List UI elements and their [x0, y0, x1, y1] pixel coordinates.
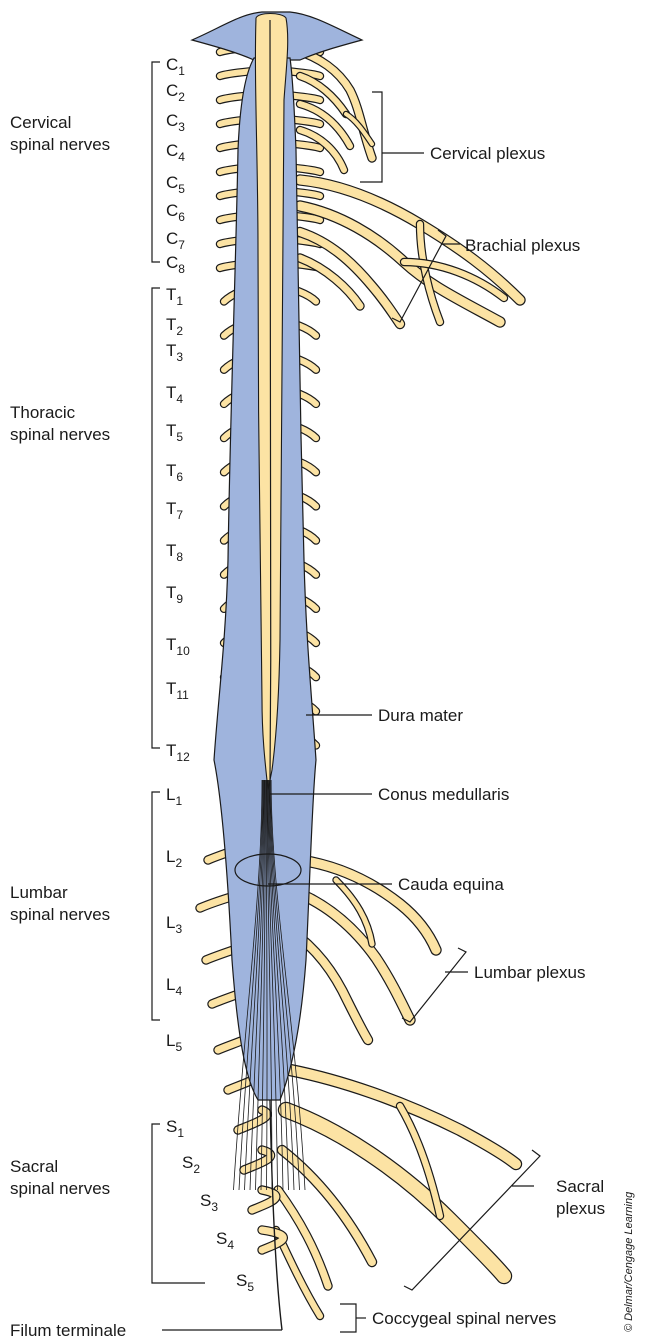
- sacral-label-line2: spinal nerves: [10, 1179, 110, 1198]
- cervical-label-line2: spinal nerves: [10, 135, 110, 154]
- segment-S3: S3: [200, 1191, 218, 1214]
- segment-S5: S5: [236, 1271, 254, 1294]
- segment-C5: C5: [166, 173, 185, 196]
- segment-T7: T7: [166, 499, 183, 522]
- thoracic-bracket: [152, 288, 160, 748]
- segment-C6: C6: [166, 201, 185, 224]
- segment-C1: C1: [166, 55, 185, 78]
- coccygeal-bracket: [340, 1304, 356, 1332]
- segment-S4: S4: [216, 1229, 234, 1252]
- segment-L3: L3: [166, 913, 182, 936]
- segment-C7: C7: [166, 229, 185, 252]
- segment-S2: S2: [182, 1153, 200, 1176]
- segment-C4: C4: [166, 141, 185, 164]
- segment-T3: T3: [166, 341, 183, 364]
- segment-T9: T9: [166, 583, 183, 606]
- dura-mater-label: Dura mater: [378, 706, 463, 725]
- segment-L4: L4: [166, 975, 182, 998]
- cervical-label-line1: Cervical: [10, 113, 71, 132]
- coccygeal-label: Coccygeal spinal nerves: [372, 1309, 556, 1328]
- segment-L1: L1: [166, 785, 182, 808]
- cauda-equina-label: Cauda equina: [398, 875, 504, 894]
- sacral-bracket: [152, 1124, 205, 1283]
- segment-C8: C8: [166, 253, 185, 276]
- segment-S1: S1: [166, 1117, 184, 1140]
- brachial-plexus-label: Brachial plexus: [465, 236, 580, 255]
- lumbar-label-line1: Lumbar: [10, 883, 68, 902]
- segment-C3: C3: [166, 111, 185, 134]
- segment-T5: T5: [166, 421, 183, 444]
- credit-text: © Delmar/Cengage Learning: [623, 1191, 635, 1332]
- cervical-plexus-label: Cervical plexus: [430, 144, 545, 163]
- sacral-plexus-nerve: [282, 1150, 372, 1262]
- lower-root-nerve-left: [262, 1230, 283, 1250]
- lumbar-bracket: [152, 792, 160, 1020]
- segment-T8: T8: [166, 541, 183, 564]
- segment-T11: T11: [166, 679, 189, 702]
- segment-L5: L5: [166, 1031, 182, 1054]
- sacral-plexus-label-line2: plexus: [556, 1199, 605, 1218]
- segment-T6: T6: [166, 461, 183, 484]
- segment-T10: T10: [166, 635, 190, 658]
- sacral-plexus-label-line1: Sacral: [556, 1177, 604, 1196]
- lumbar-label-line2: spinal nerves: [10, 905, 110, 924]
- segment-L2: L2: [166, 847, 182, 870]
- lumbar-plexus-label: Lumbar plexus: [474, 963, 586, 982]
- segment-T4: T4: [166, 383, 183, 406]
- cervical-bracket: [152, 62, 160, 262]
- segment-T2: T2: [166, 315, 183, 338]
- thoracic-label-line1: Thoracic: [10, 403, 76, 422]
- filum-terminale-label: Filum terminale: [10, 1321, 126, 1339]
- thoracic-label-line2: spinal nerves: [10, 425, 110, 444]
- sacral-label-line1: Sacral: [10, 1157, 58, 1176]
- segment-T1: T1: [166, 285, 183, 308]
- conus-medullaris-label: Conus medullaris: [378, 785, 509, 804]
- segment-T12: T12: [166, 741, 190, 764]
- segment-C2: C2: [166, 81, 185, 104]
